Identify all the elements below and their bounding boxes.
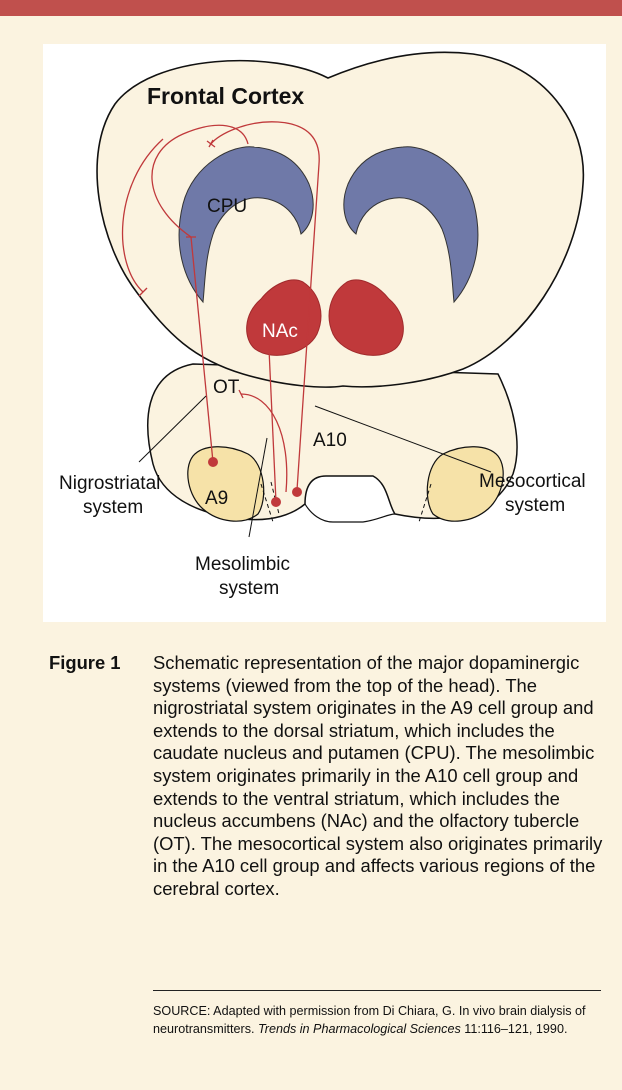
top-accent-bar [0,0,622,16]
label-ot: OT [213,377,240,398]
source-suffix: 11:116–121, 1990. [461,1022,568,1036]
label-a10: A10 [313,430,347,451]
a10-origin-dot-1 [271,497,281,507]
label-frontal-cortex: Frontal Cortex [147,83,304,109]
source-journal: Trends in Pharmacological Sciences [258,1022,461,1036]
brain-diagram: Frontal Cortex CPU NAc OT A10 A9 Nigrost… [43,44,606,622]
label-cpu: CPU [207,196,247,217]
figure-panel: Frontal Cortex CPU NAc OT A10 A9 Nigrost… [43,44,606,622]
label-nigrostriatal-2: system [83,497,143,518]
source-divider [153,990,601,991]
a9-left [188,447,264,521]
caption-label: Figure 1 [49,652,121,675]
a9-origin-dot [208,457,218,467]
midbrain-notch [305,504,395,522]
label-nigrostriatal: Nigrostriatal [59,473,160,494]
label-a9: A9 [205,488,228,509]
label-mesocortical: Mesocortical [479,471,586,492]
source-citation: SOURCE: Adapted with permission from Di … [153,1002,605,1038]
caption-text: Schematic representation of the major do… [153,652,613,901]
label-mesocortical-2: system [505,495,565,516]
a10-origin-dot-2 [292,487,302,497]
label-nac: NAc [262,321,298,342]
label-mesolimbic: Mesolimbic [195,554,290,575]
label-mesolimbic-2: system [219,578,279,599]
